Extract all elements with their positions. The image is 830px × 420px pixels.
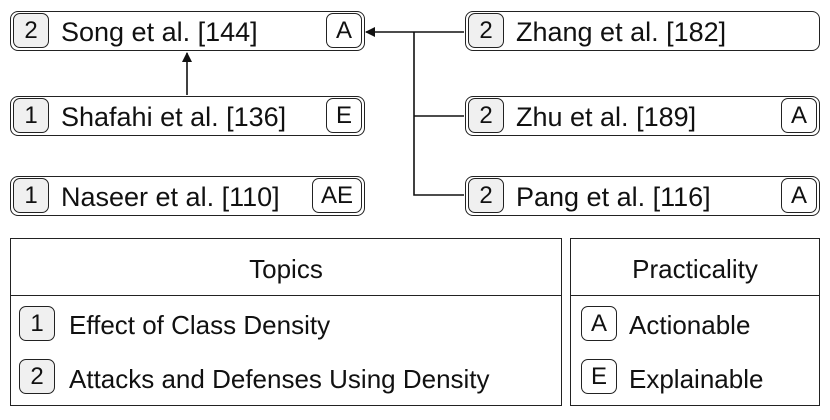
topic-badge: 2 [13, 13, 49, 48]
practicality-badge: A [781, 178, 817, 213]
practicality-legend-title: Practicality [632, 254, 758, 284]
paper-label: Zhu et al. [189] [516, 102, 697, 132]
divider [11, 295, 561, 296]
paper-label: Pang et al. [116] [516, 182, 711, 212]
topic-badge: 1 [13, 178, 49, 213]
edge-zhu-pang-trunk [413, 32, 464, 196]
topic-badge: 1 [13, 98, 49, 133]
practicality-badge: A [326, 13, 362, 48]
practicality-legend-label: Actionable [629, 310, 751, 340]
topic-badge: 2 [19, 359, 55, 394]
paper-zhang[interactable]: 2 Zhang et al. [182] [465, 11, 820, 51]
practicality-badge: E [326, 98, 362, 133]
paper-song[interactable]: 2 Song et al. [144] A [10, 11, 365, 51]
paper-zhu[interactable]: 2 Zhu et al. [189] A [465, 96, 820, 136]
paper-label: Song et al. [144] [61, 17, 258, 47]
topic-legend-label: Effect of Class Density [69, 310, 331, 340]
topic-badge: 1 [19, 306, 55, 341]
topics-legend: Topics 1 Effect of Class Density 2 Attac… [10, 238, 562, 406]
topic-badge: 2 [468, 98, 504, 133]
topic-legend-label: Attacks and Defenses Using Density [69, 364, 490, 394]
practicality-badge: AE [312, 178, 362, 213]
practicality-legend-label: Explainable [629, 364, 764, 394]
topic-badge: 2 [468, 178, 504, 213]
practicality-badge: A [581, 306, 617, 341]
practicality-badge: E [581, 359, 617, 394]
paper-naseer[interactable]: 1 Naseer et al. [110] AE [10, 176, 365, 216]
paper-label: Zhang et al. [182] [516, 17, 727, 47]
practicality-badge: A [781, 98, 817, 133]
paper-label: Shafahi et al. [136] [61, 102, 287, 132]
practicality-legend: Practicality A Actionable E Explainable [570, 238, 820, 406]
paper-shafahi[interactable]: 1 Shafahi et al. [136] E [10, 96, 365, 136]
topic-badge: 2 [468, 13, 504, 48]
divider [571, 295, 819, 296]
paper-pang[interactable]: 2 Pang et al. [116] A [465, 176, 820, 216]
topics-legend-title: Topics [249, 254, 323, 284]
paper-label: Naseer et al. [110] [61, 182, 280, 212]
